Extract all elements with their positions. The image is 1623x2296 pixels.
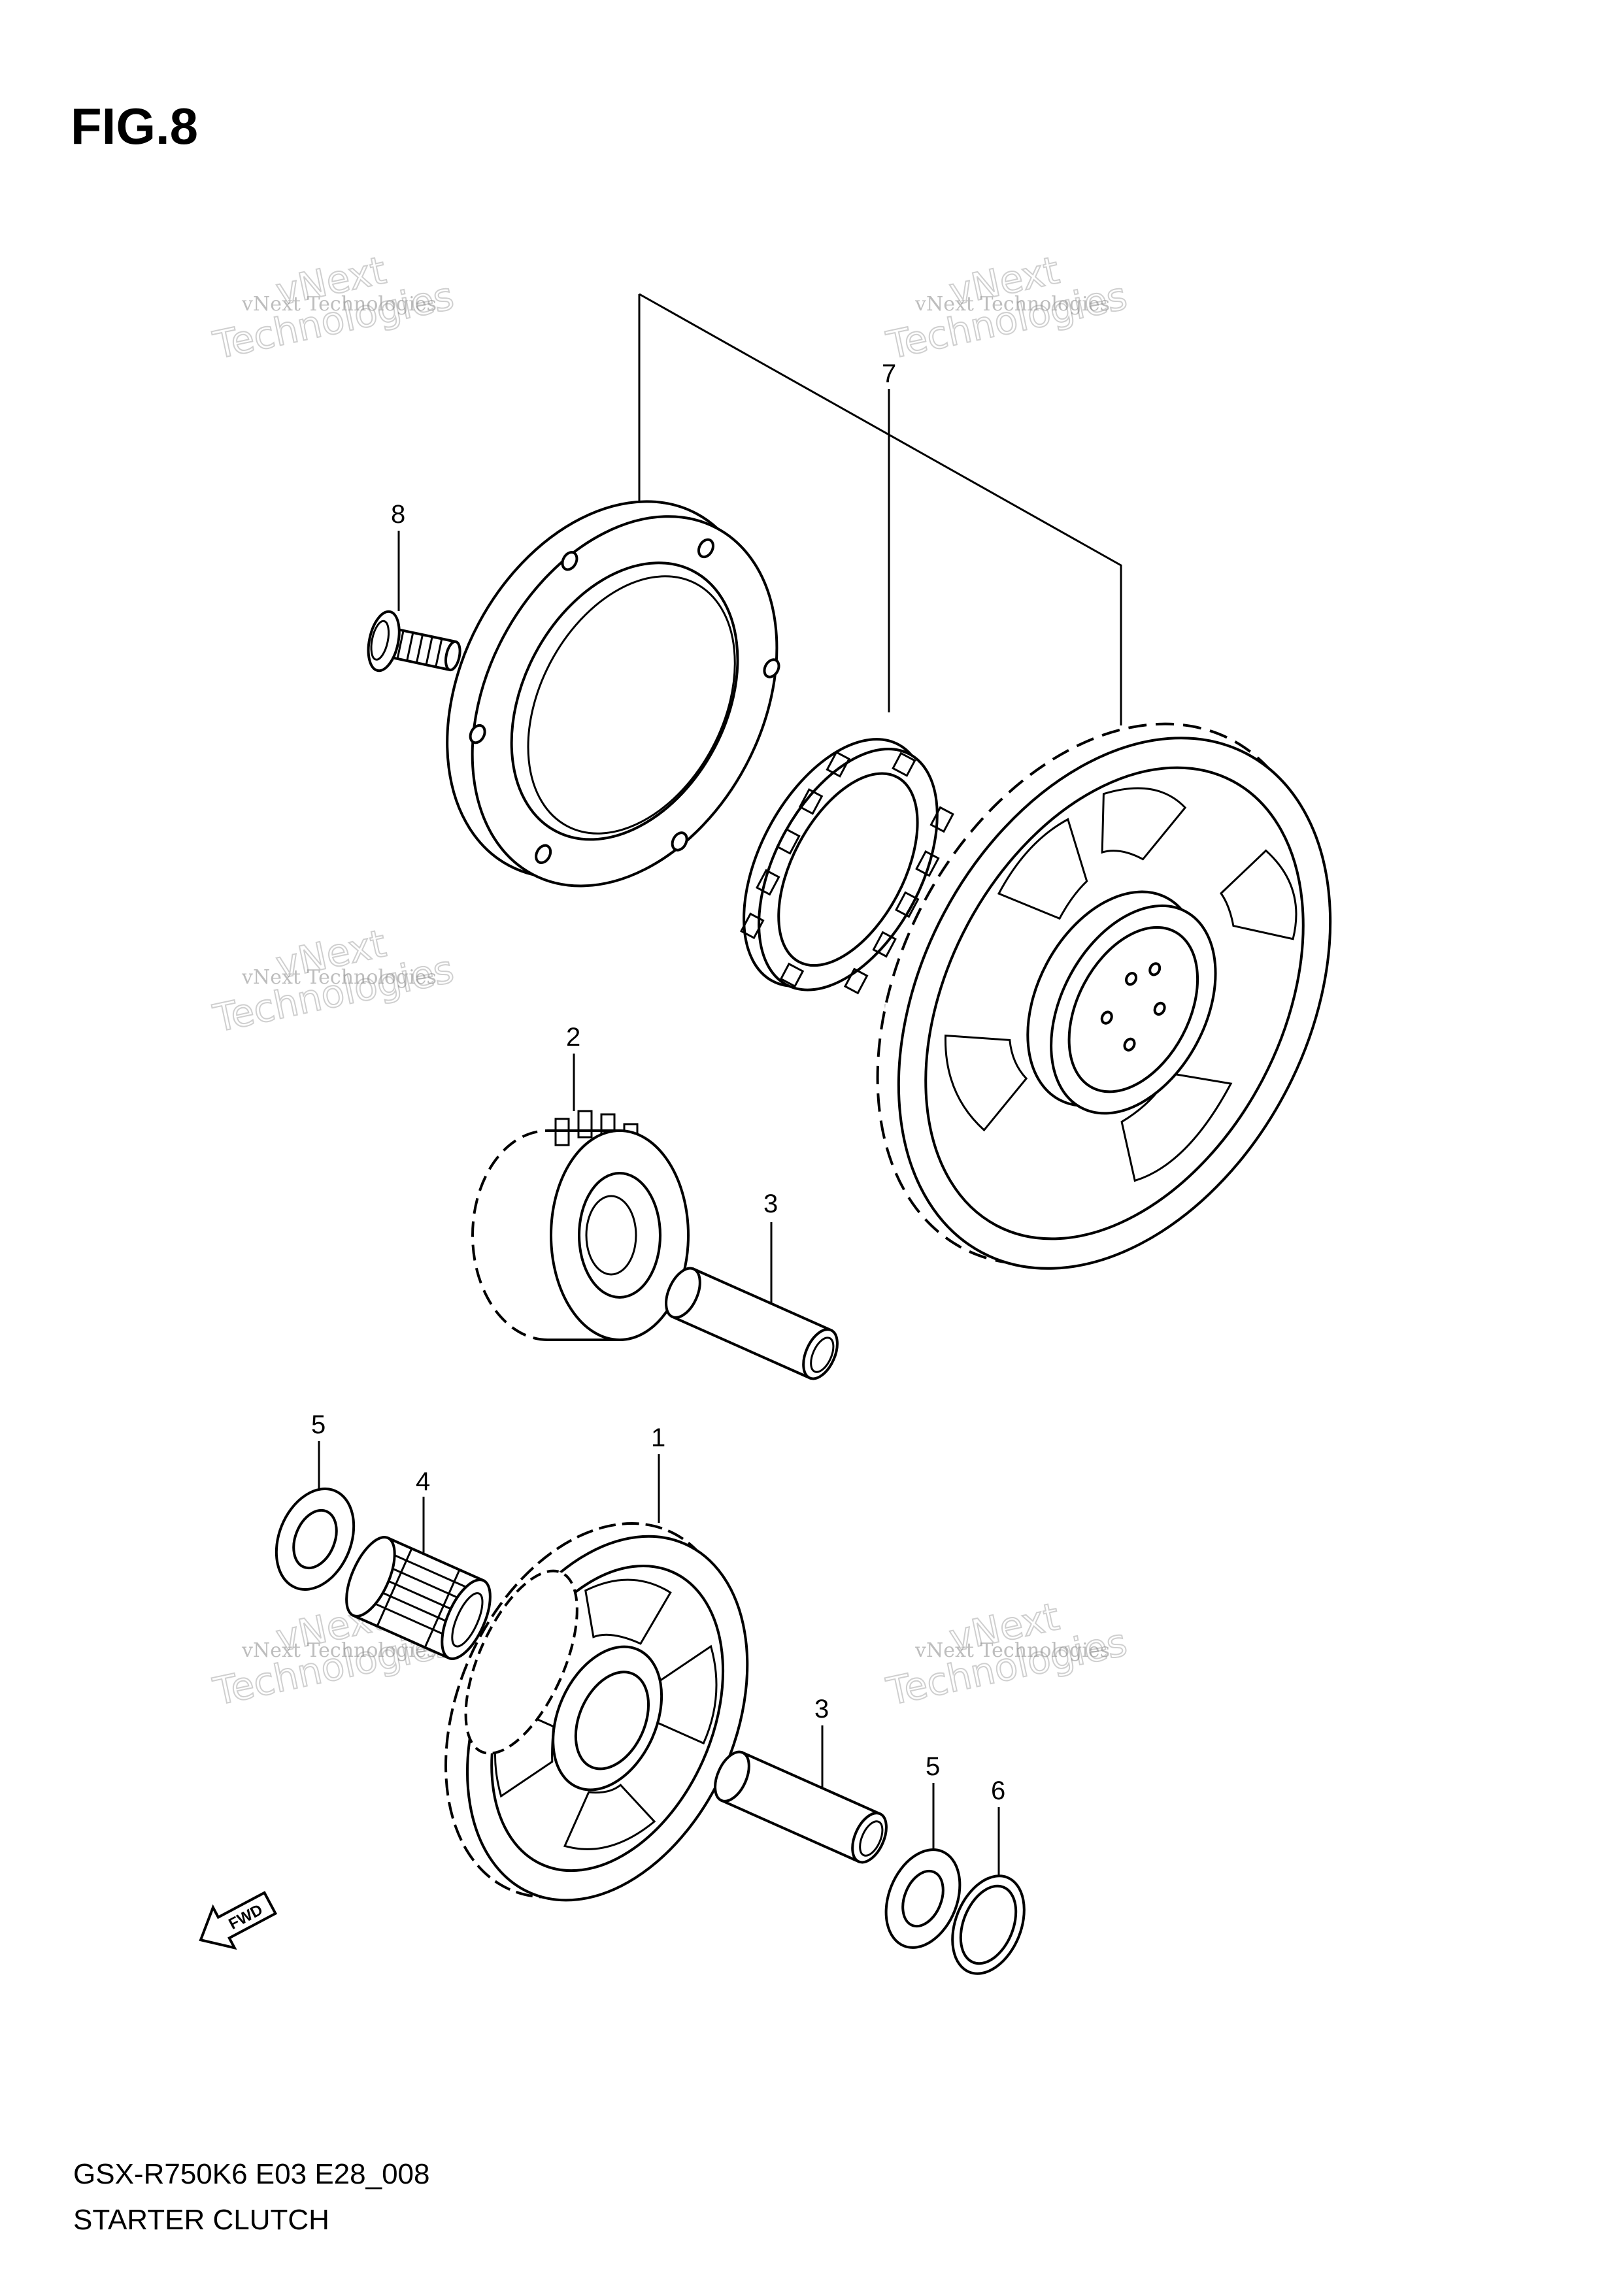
- watermark-small: vNext Technologies: [241, 966, 437, 989]
- callout-4: 4: [416, 1467, 430, 1496]
- part-5-washer-lower: [884, 1848, 962, 1949]
- callout-3-lower: 3: [814, 1695, 829, 1723]
- part-6-washer: [951, 1874, 1026, 1975]
- leader-lines: [318, 293, 1122, 1889]
- diagram-code: GSX-R750K6 E03 E28_008: [73, 2158, 430, 2190]
- watermark-small: vNext Technologies: [914, 293, 1110, 316]
- starter-driven-gear: [876, 722, 1332, 1270]
- part-3-shaft-upper: [665, 1267, 839, 1380]
- part-3-shaft-lower: [714, 1750, 888, 1864]
- callout-8: 8: [391, 500, 405, 529]
- watermark-small: vNext Technologies: [241, 1639, 437, 1662]
- fwd-arrow-icon: FWD: [199, 1891, 278, 1950]
- callout-7: 7: [882, 359, 896, 388]
- figure-title: FIG.8: [71, 97, 199, 155]
- part-4-needle-bearing: [345, 1535, 492, 1661]
- part-7-one-way-clutch: [739, 738, 954, 995]
- callout-5-upper: 5: [311, 1410, 326, 1439]
- part-2-idle-gear: [471, 1110, 690, 1341]
- diagram-description: STARTER CLUTCH: [73, 2204, 329, 2236]
- callout-3-upper: 3: [763, 1190, 778, 1218]
- callout-6: 6: [991, 1776, 1005, 1805]
- watermark-small: vNext Technologies: [914, 1639, 1110, 1662]
- callout-5-lower: 5: [926, 1752, 940, 1781]
- watermark-small: vNext Technologies: [241, 293, 437, 316]
- callout-2: 2: [566, 1023, 580, 1052]
- clutch-housing-ring: [446, 500, 780, 888]
- part-1-reduction-gear: [444, 1522, 749, 1902]
- part-5-washer-upper: [275, 1488, 356, 1591]
- part-8-bolt: [367, 610, 461, 673]
- callout-1: 1: [651, 1423, 665, 1452]
